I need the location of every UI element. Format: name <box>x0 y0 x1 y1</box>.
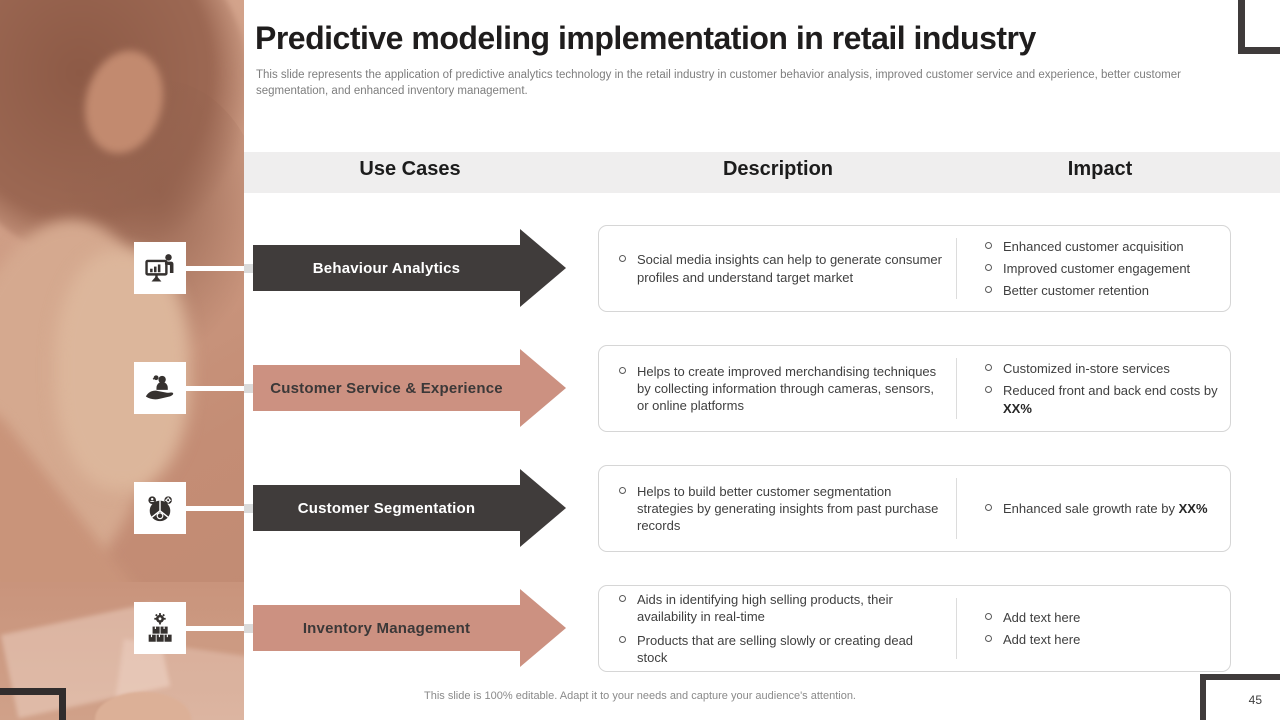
use-case-label: Behaviour Analytics <box>312 259 461 277</box>
row-card: Aids in identifying high selling product… <box>598 585 1231 672</box>
column-header-description: Description <box>722 158 834 180</box>
connector-line <box>186 266 245 271</box>
bullet-icon <box>619 255 626 263</box>
list-item: Products that are selling slowly or crea… <box>613 632 943 667</box>
bullet-icon <box>985 263 992 271</box>
column-header-impact: Impact <box>1067 158 1133 180</box>
page-number-bracket: 45 <box>1200 674 1280 720</box>
use-case-label: Inventory Management <box>302 619 471 637</box>
arrow-head <box>520 589 566 667</box>
corner-bracket-top-right <box>1238 0 1280 54</box>
list-item: Enhanced sale growth rate by XX% <box>979 500 1221 517</box>
bullet-icon <box>619 486 626 494</box>
card-divider <box>956 598 957 659</box>
table-row: Customer Segmentation Helps to build bet… <box>0 465 1280 552</box>
card-divider <box>956 358 957 419</box>
list-item: Enhanced customer acquisition <box>979 238 1221 255</box>
list-item: Aids in identifying high selling product… <box>613 591 943 626</box>
connector-node <box>244 624 253 633</box>
bullet-icon <box>985 635 992 642</box>
table-row: Inventory Management Aids in identifying… <box>0 585 1280 672</box>
bullet-icon <box>985 241 992 249</box>
use-case-label: Customer Service & Experience <box>270 379 503 397</box>
list-item: Helps to create improved merchandising t… <box>613 363 943 415</box>
service-hand-icon <box>143 371 177 405</box>
table-row: Behaviour Analytics Social media insight… <box>0 225 1280 312</box>
bullet-icon <box>985 503 992 511</box>
bullet-icon <box>985 612 992 620</box>
bullet-icon <box>619 366 626 374</box>
card-divider <box>956 238 957 299</box>
connector-line <box>186 386 245 391</box>
list-item: Helps to build better customer segmentat… <box>613 483 943 535</box>
use-case-icon-box <box>134 602 186 654</box>
description-list: Helps to build better customer segmentat… <box>613 466 943 551</box>
list-item: Customized in-store services <box>979 360 1221 377</box>
description-list: Social media insights can help to genera… <box>613 226 943 311</box>
segmentation-icon <box>143 491 177 525</box>
connector-line <box>186 626 245 631</box>
use-case-arrow: Inventory Management <box>253 605 520 651</box>
bullet-icon <box>985 286 992 294</box>
impact-list: Enhanced sale growth rate by XX% <box>979 466 1221 551</box>
bullet-icon <box>985 386 992 394</box>
description-list: Helps to create improved merchandising t… <box>613 346 943 431</box>
list-item: Add text here <box>979 631 1221 648</box>
impact-list: Enhanced customer acquisition Improved c… <box>979 226 1221 311</box>
page-title: Predictive modeling implementation in re… <box>255 20 1036 56</box>
impact-list: Add text here Add text here <box>979 586 1221 671</box>
page-subtitle: This slide represents the application of… <box>256 69 1181 98</box>
list-item: Reduced front and back end costs by XX% <box>979 382 1221 417</box>
card-divider <box>956 478 957 539</box>
list-item: Better customer retention <box>979 282 1221 299</box>
use-case-arrow: Customer Segmentation <box>253 485 520 531</box>
arrow-head <box>520 349 566 427</box>
use-case-icon-box <box>134 242 186 294</box>
use-case-label: Customer Segmentation <box>297 499 476 517</box>
impact-list: Customized in-store services Reduced fro… <box>979 346 1221 431</box>
use-case-arrow: Behaviour Analytics <box>253 245 520 291</box>
description-list: Aids in identifying high selling product… <box>613 586 943 671</box>
list-item: Social media insights can help to genera… <box>613 251 943 286</box>
use-case-icon-box <box>134 362 186 414</box>
list-item: Add text here <box>979 609 1221 626</box>
connector-line <box>186 506 245 511</box>
page-number: 45 <box>1248 693 1262 707</box>
footer-note: This slide is 100% editable. Adapt it to… <box>424 690 856 702</box>
connector-node <box>244 384 253 393</box>
bullet-icon <box>985 364 992 372</box>
inventory-icon <box>143 611 177 645</box>
list-item: Improved customer engagement <box>979 260 1221 277</box>
connector-node <box>244 264 253 273</box>
corner-bracket-bottom-left <box>0 688 66 720</box>
row-card: Helps to build better customer segmentat… <box>598 465 1231 552</box>
arrow-head <box>520 229 566 307</box>
use-case-icon-box <box>134 482 186 534</box>
table-row: Customer Service & Experience Helps to c… <box>0 345 1280 432</box>
table-header-band <box>244 152 1280 193</box>
presentation-chart-icon <box>143 251 177 285</box>
use-case-arrow: Customer Service & Experience <box>253 365 520 411</box>
arrow-head <box>520 469 566 547</box>
row-card: Helps to create improved merchandising t… <box>598 345 1231 432</box>
column-header-use-cases: Use Cases <box>359 158 461 180</box>
connector-node <box>244 504 253 513</box>
bullet-icon <box>619 594 626 602</box>
row-card: Social media insights can help to genera… <box>598 225 1231 312</box>
bullet-icon <box>619 635 626 643</box>
